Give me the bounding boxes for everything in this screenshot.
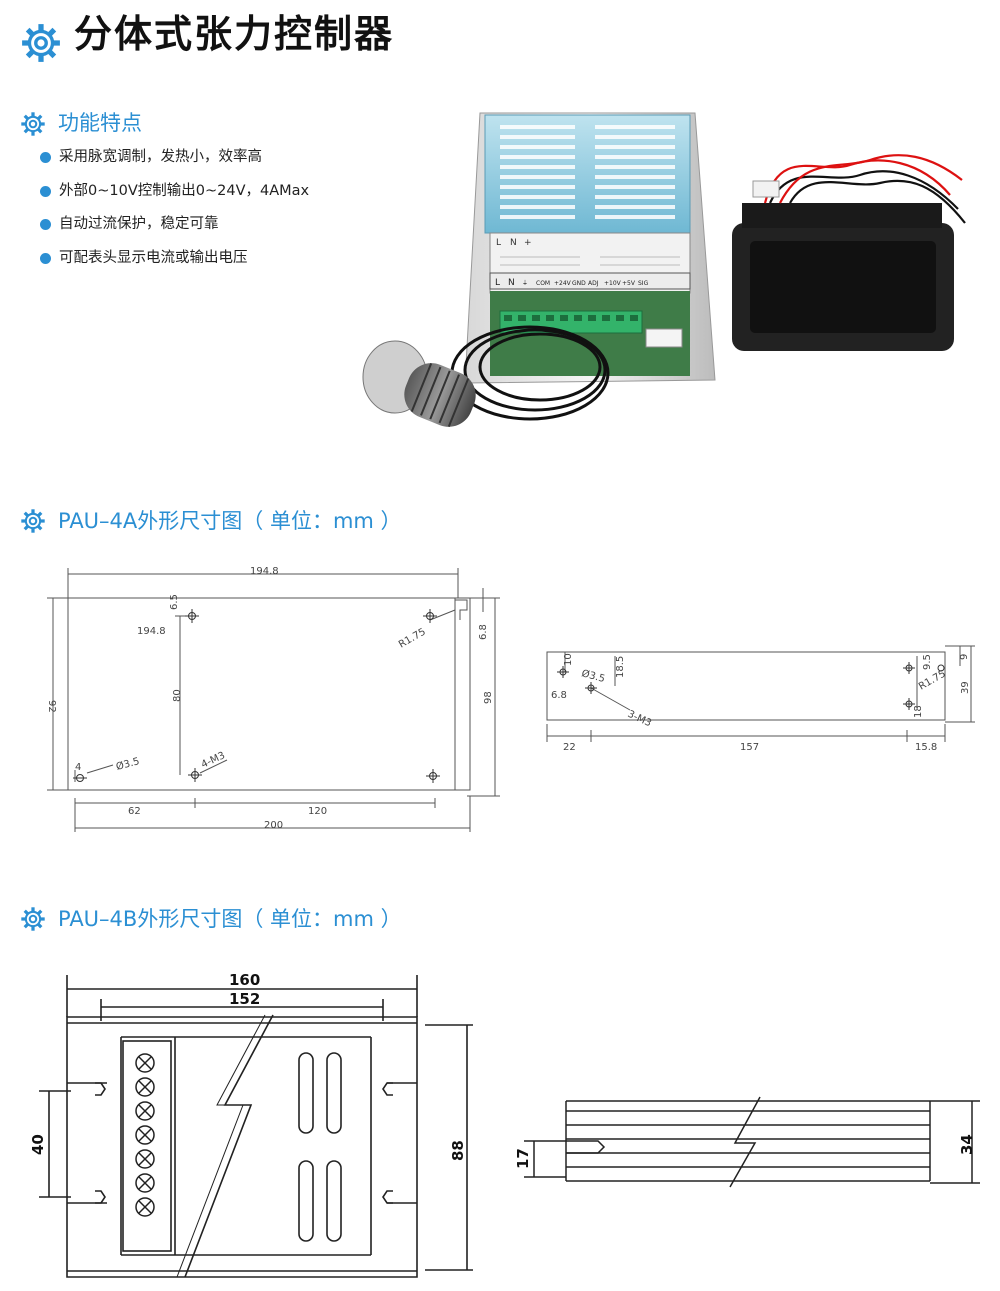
svg-text:N: N [508, 278, 515, 288]
pau4b-front-drawing: 160 152 40 88 [29, 971, 473, 1278]
dim-hole-top: 6.5 [169, 594, 180, 610]
dim-right-top: 6.8 [478, 624, 489, 640]
svg-text:+5V: +5V [622, 280, 636, 287]
dim-d10: 10 [563, 653, 574, 666]
terminal-top-plus: + [524, 238, 532, 248]
dim-d39: 39 [960, 681, 971, 694]
features-title: 功能特点 [58, 111, 142, 135]
dim-w160: 160 [229, 971, 260, 989]
svg-text:ADJ: ADJ [588, 280, 599, 287]
dim-hole-dia: Ø3.5 [115, 755, 141, 773]
pau4b-title: PAU–4B外形尺寸图（ 单位：mm ） [58, 907, 402, 931]
dim-d95: 9.5 [922, 654, 933, 670]
dim-h34: 34 [958, 1134, 976, 1155]
dim-w-top: 194.8 [250, 566, 279, 577]
dim-screw: 3-M3 [626, 709, 653, 730]
gear-icon [21, 509, 45, 533]
dim-off-62: 62 [128, 806, 141, 817]
dim-w-inner: 194.8 [137, 626, 166, 637]
list-item: 自动过流保护，稳定可靠 [40, 213, 309, 247]
terminal-top-N: N [510, 238, 517, 248]
dim-d35: Ø3.5 [580, 667, 606, 685]
gear-icon [21, 112, 45, 136]
dim-h-right: 98 [483, 691, 494, 704]
bullet-icon [40, 152, 51, 163]
svg-text:⏚: ⏚ [522, 280, 528, 287]
page-title: 分体式张力控制器 [74, 12, 395, 56]
terminal-top-L: L [496, 238, 501, 248]
pau4a-front-drawing: 194.8 194.8 6.5 R1.75 6.8 92 80 98 4 Ø3.… [46, 566, 500, 832]
dim-d9: 9 [959, 654, 970, 660]
svg-text:GND: GND [572, 280, 586, 287]
gear-icon [21, 907, 45, 931]
svg-text:+10V: +10V [604, 280, 622, 287]
feature-list: 采用脉宽调制，发热小，效率高 外部0~10V控制输出0~24V，4AMax 自动… [40, 146, 309, 280]
list-item: 可配表头显示电流或输出电压 [40, 247, 309, 281]
dim-d68: 6.8 [551, 690, 567, 701]
dim-w152: 152 [229, 990, 260, 1008]
pau4a-title: PAU–4A外形尺寸图（ 单位：mm ） [58, 509, 402, 533]
dim-h88: 88 [449, 1140, 467, 1161]
dim-w157: 157 [740, 742, 759, 753]
svg-text:SIG: SIG [638, 280, 649, 287]
list-item: 采用脉宽调制，发热小，效率高 [40, 146, 309, 180]
dim-h17: 17 [514, 1148, 532, 1169]
dim-w158: 15.8 [915, 742, 937, 753]
product-photo: L N + L N ⏚ COM +24V GND ADJ +10V +5V SI… [362, 112, 966, 427]
dim-h-inner: 80 [172, 689, 183, 702]
dim-h-total: 92 [46, 700, 57, 713]
dim-span-120: 120 [308, 806, 327, 817]
dim-radius: R1.75 [397, 626, 428, 650]
dim-screw: 4-M3 [200, 750, 227, 771]
terminal-strip-labels: L N ⏚ COM +24V GND ADJ +10V +5V SIG [495, 278, 649, 288]
svg-text:L: L [495, 278, 500, 288]
dim-d185: 18.5 [615, 656, 626, 678]
dim-h40: 40 [29, 1134, 47, 1155]
pau4b-side-drawing: 17 34 [514, 1096, 980, 1188]
svg-text:+24V: +24V [554, 280, 572, 287]
dim-bottom-off: 4 [75, 762, 81, 773]
pau4a-side-drawing: 10 Ø3.5 18.5 6.8 3-M3 9.5 9 R1.75 39 18 … [546, 645, 975, 753]
vent-slots [500, 125, 675, 219]
gear-icon [22, 24, 60, 62]
dim-radius: R1.75 [917, 668, 948, 692]
dim-w-200: 200 [264, 820, 283, 831]
svg-text:COM: COM [536, 280, 550, 287]
bullet-icon [40, 185, 51, 197]
dim-d18: 18 [913, 705, 924, 718]
bullet-icon [40, 219, 51, 230]
bullet-icon [40, 252, 51, 264]
list-item: 外部0~10V控制输出0~24V，4AMax [40, 180, 309, 214]
dim-w22: 22 [563, 742, 576, 753]
slots [298, 1052, 342, 1242]
